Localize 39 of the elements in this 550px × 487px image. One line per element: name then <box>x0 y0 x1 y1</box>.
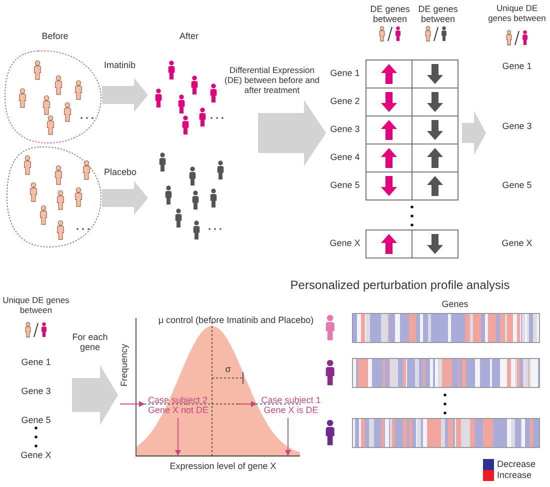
gene-label: Gene 4 <box>329 152 361 162</box>
text-label: After <box>178 31 200 42</box>
section-title: Personalized perturbation profile analysis <box>289 279 511 293</box>
list-header: Unique DE genes between <box>487 4 547 24</box>
column-header: DE genes between <box>369 4 411 25</box>
gene-label: Gene X <box>500 238 534 248</box>
legend-label: Increase <box>497 470 533 480</box>
annotation-text: Case subject 1 Gene X is DE <box>260 395 322 416</box>
block-arrow <box>102 181 148 215</box>
gene-label: Gene 1 <box>20 357 52 368</box>
block-arrow <box>258 100 326 166</box>
gene-label: Gene 5 <box>329 180 361 190</box>
axis-title: Frequency <box>118 342 130 388</box>
block-arrow <box>102 78 148 112</box>
column-header: DE genes between <box>417 4 459 25</box>
annotation-text: Case subject 2 Gene X not DE <box>148 395 210 416</box>
edge-label: Imatinib <box>104 60 137 70</box>
gene-label: Gene 3 <box>501 121 533 132</box>
gene-label: Gene X <box>328 238 362 248</box>
gene-label: Gene 3 <box>20 386 52 396</box>
gene-label: Gene 3 <box>329 124 361 134</box>
gene-label: Gene 5 <box>20 415 52 426</box>
gene-label: Gene X <box>20 450 52 460</box>
text-label: σ <box>224 364 232 374</box>
gene-label: Gene 5 <box>501 180 533 190</box>
block-arrow <box>462 111 486 155</box>
text-label: μ control (before Imatinib and Placebo) <box>157 315 315 326</box>
gene-label: Gene 2 <box>329 96 361 106</box>
gene-label: Gene 1 <box>501 61 533 72</box>
edge-label: Placebo <box>104 167 138 178</box>
gene-label: Gene 1 <box>329 68 361 78</box>
text-label: Before <box>40 31 70 42</box>
axis-title: Expression level of gene X <box>168 461 278 472</box>
edge-label: Differential Expression (DE) between before and after treatment <box>224 66 320 96</box>
legend-label: Decrease <box>497 459 537 470</box>
text-label: Genes <box>440 299 470 310</box>
block-arrow <box>72 365 118 425</box>
list-header: Unique DE genes between <box>2 296 70 316</box>
edge-label: For each gene <box>71 332 109 353</box>
